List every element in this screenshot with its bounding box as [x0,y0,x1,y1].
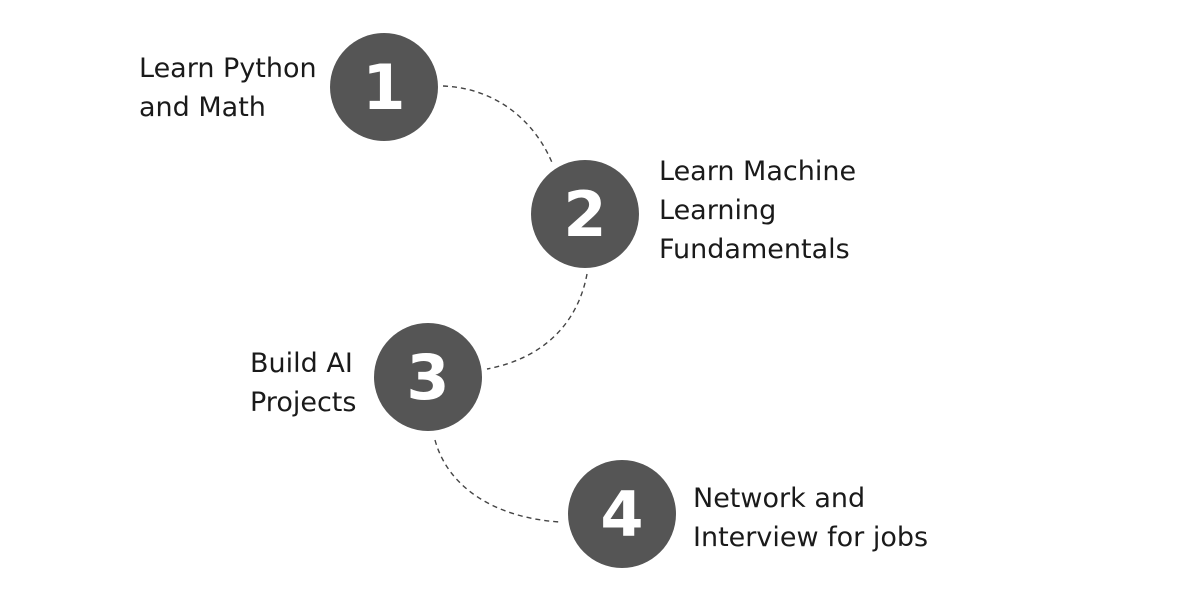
step-3-label-line: Projects [250,387,357,418]
step-1-label: Learn Python and Math [139,49,317,127]
step-3-label-line: Build AI [250,348,353,379]
step-1-number: 1 [362,50,406,124]
step-4-circle: 4 [568,460,676,568]
step-2-label-line: Learning [659,195,777,226]
step-4-label-line: Interview for jobs [693,522,929,553]
step-3-label: Build AI Projects [250,344,356,422]
connector-3-4 [434,439,561,523]
step-1-label-line: Learn Python [139,53,317,84]
step-2-number: 2 [563,177,607,251]
step-4-number: 4 [600,477,644,551]
step-2-label-line: Learn Machine [659,156,857,187]
step-3-number: 3 [406,340,450,414]
step-2-label-line: Fundamentals [659,234,850,265]
step-4-label-line: Network and [693,483,866,514]
step-2-circle: 2 [531,160,639,268]
connector-1-2 [442,85,554,166]
step-3-circle: 3 [374,323,482,431]
step-1-label-line: and Math [139,92,266,123]
step-4-label: Network and Interview for jobs [693,479,928,557]
step-1-circle: 1 [330,33,438,141]
connector-2-3 [486,273,588,370]
step-2-label: Learn Machine Learning Fundamentals [659,152,856,269]
